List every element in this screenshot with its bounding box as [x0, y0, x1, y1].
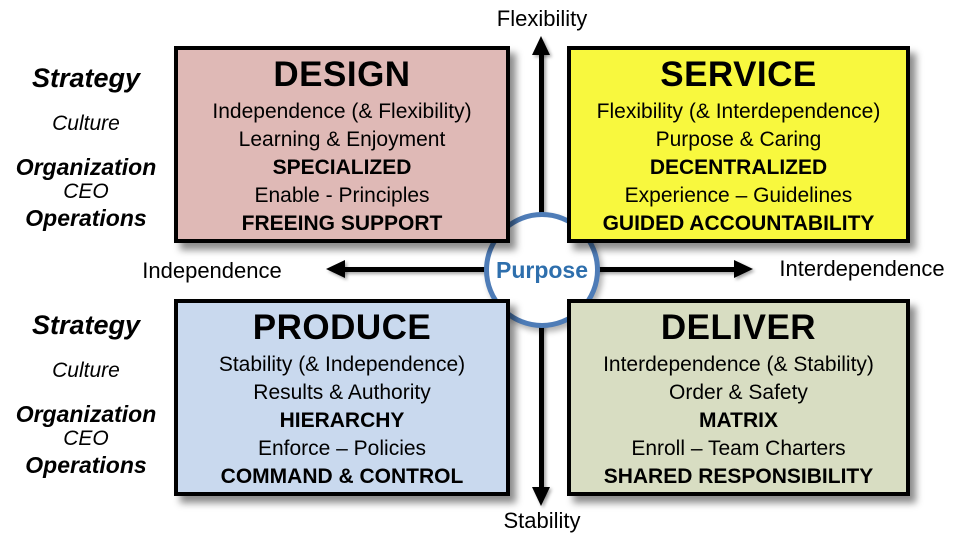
- quadrant-line: SHARED RESPONSIBILITY: [603, 465, 874, 488]
- side-label-organization: Organization: [15, 154, 157, 180]
- axis-label-interdependence: Interdependence: [779, 256, 945, 281]
- purpose-label: Purpose: [495, 256, 589, 283]
- quadrant-line: GUIDED ACCOUNTABILITY: [602, 212, 875, 235]
- side-labels-bottom: Strategy Culture Organization CEO Operat…: [0, 310, 172, 478]
- side-label-strategy: Strategy: [31, 63, 141, 93]
- quadrant-line: Order & Safety: [669, 381, 808, 404]
- quadrant-line: Independence (& Flexibility): [212, 100, 472, 123]
- quadrant-line: Purpose & Caring: [655, 128, 822, 151]
- side-label-ceo: CEO: [63, 180, 109, 203]
- quadrant-deliver: DELIVER Interdependence (& Stability) Or…: [567, 299, 910, 496]
- side-label-strategy: Strategy: [31, 310, 141, 340]
- quadrant-service: SERVICE Flexibility (& Interdependence) …: [567, 46, 910, 243]
- side-label-ceo: CEO: [63, 427, 109, 450]
- side-label-culture: Culture: [52, 359, 120, 382]
- axis-label-independence: Independence: [142, 258, 282, 283]
- quadrant-line: Stability (& Independence): [218, 353, 466, 376]
- axis-label-flexibility: Flexibility: [496, 6, 588, 31]
- side-labels-top: Strategy Culture Organization CEO Operat…: [0, 63, 172, 231]
- side-label-operations: Operations: [25, 452, 147, 478]
- quadrant-line: Enforce – Policies: [257, 437, 427, 460]
- quadrant-line: Results & Authority: [253, 381, 431, 404]
- quadrant-title: DELIVER: [660, 308, 817, 347]
- quadrant-line: Learning & Enjoyment: [238, 128, 446, 151]
- quadrant-title: PRODUCE: [252, 308, 432, 347]
- quadrant-design: DESIGN Independence (& Flexibility) Lear…: [174, 46, 510, 243]
- quadrant-line: Enable - Principles: [254, 184, 430, 207]
- quadrant-line: FREEING SUPPORT: [241, 212, 443, 235]
- quadrant-line: Interdependence (& Stability): [603, 353, 874, 376]
- quadrant-line: SPECIALIZED: [272, 156, 412, 179]
- quadrant-title: SERVICE: [660, 55, 817, 94]
- axis-label-stability: Stability: [503, 508, 581, 533]
- side-label-organization: Organization: [15, 401, 157, 427]
- arrow-left-icon: [326, 260, 345, 278]
- side-label-operations: Operations: [25, 205, 147, 231]
- quadrant-line: Enroll – Team Charters: [631, 437, 846, 460]
- quadrant-line: Flexibility (& Interdependence): [596, 100, 881, 123]
- quadrant-line: DECENTRALIZED: [649, 156, 828, 179]
- quadrant-line: HIERARCHY: [279, 409, 405, 432]
- arrow-right-icon: [734, 260, 753, 278]
- side-label-culture: Culture: [52, 112, 120, 135]
- quadrant-line: MATRIX: [699, 409, 778, 432]
- quadrant-line: COMMAND & CONTROL: [220, 465, 464, 488]
- arrow-up-icon: [532, 36, 550, 55]
- quadrant-produce: PRODUCE Stability (& Independence) Resul…: [174, 299, 510, 496]
- arrow-down-icon: [532, 487, 550, 506]
- quadrant-title: DESIGN: [273, 55, 411, 94]
- quadrant-line: Experience – Guidelines: [624, 184, 853, 207]
